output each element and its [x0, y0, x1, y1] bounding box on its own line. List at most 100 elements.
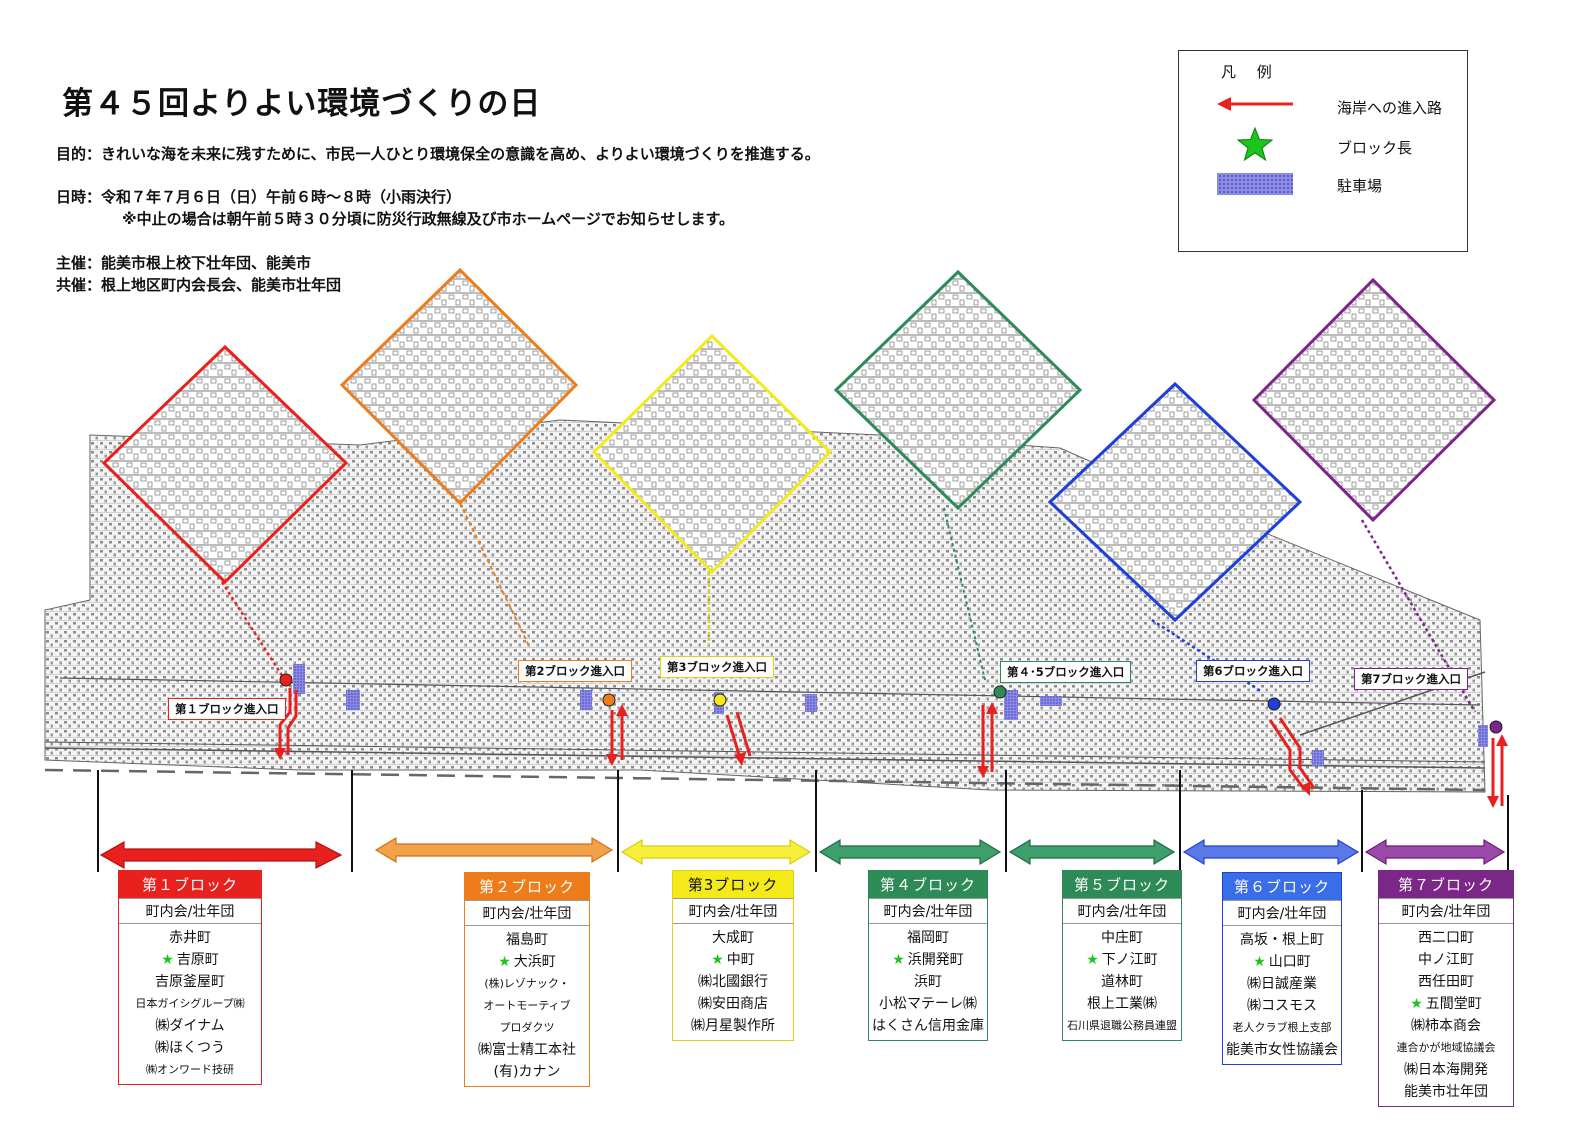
member-item: 老人クラブ根上支部 — [1225, 1017, 1339, 1039]
member-name: 西任田町 — [1418, 974, 1474, 990]
detail-diamond-block2 — [339, 267, 579, 506]
organizer-text: 主催：能美市根上校下壮年団、能美市 — [56, 254, 312, 272]
member-item: ★下ノ江町 — [1065, 949, 1179, 971]
member-name: ㈱ダイナム — [155, 1018, 225, 1034]
member-name: 道林町 — [1101, 974, 1143, 990]
member-name: 連合かが地域協議会 — [1396, 1041, 1496, 1054]
member-name: ㈱月星製作所 — [691, 1018, 775, 1034]
range-arrow-block2 — [374, 836, 614, 864]
member-item: 西任田町 — [1381, 971, 1511, 993]
member-item: 中ノ江町 — [1381, 949, 1511, 971]
legend-label-star: ブロック長 — [1337, 139, 1413, 157]
entry-point-block1 — [279, 673, 293, 687]
member-name: ㈱日誠産業 — [1247, 976, 1317, 992]
member-name: 五間堂町 — [1425, 996, 1482, 1012]
member-name: オートモーティブ — [483, 999, 571, 1012]
range-arrow-block7 — [1364, 838, 1506, 866]
member-name: 日本ガイシグループ㈱ — [135, 997, 245, 1010]
member-name: 能美市壮年団 — [1404, 1084, 1488, 1100]
range-arrow-block1 — [99, 840, 343, 870]
member-item: 能美市女性協議会 — [1225, 1039, 1339, 1061]
member-item: ㈱ダイナム — [121, 1015, 259, 1037]
member-item: 大成町 — [675, 927, 791, 949]
member-item: ㈱日誠産業 — [1225, 973, 1339, 995]
member-item: ★山口町 — [1225, 951, 1339, 973]
member-name: (有)カナン — [493, 1064, 561, 1080]
block-card-4: 第４ブロック 町内会/壮年団 福岡町★浜開発町浜町小松マテーレ㈱はくさん信用金庫 — [868, 870, 988, 1041]
block-title: 第２ブロック — [465, 873, 589, 900]
member-name: 中町 — [726, 952, 755, 968]
parking-area — [1478, 725, 1488, 747]
member-item: (有)カナン — [467, 1061, 587, 1083]
green-star-icon — [1237, 127, 1273, 161]
entry-label-block7: 第7ブロック進入口 — [1354, 668, 1469, 690]
entry-points — [279, 673, 1503, 734]
member-item: ㈱安田商店 — [675, 993, 791, 1015]
block-subtitle: 町内会/壮年団 — [119, 898, 261, 924]
member-item: 高坂・根上町 — [1225, 929, 1339, 951]
member-item: ㈱日本海開発 — [1381, 1059, 1511, 1081]
member-name: ㈱柿本商会 — [1411, 1018, 1481, 1034]
member-item: オートモーティブ — [467, 995, 587, 1017]
member-item: ㈱北國銀行 — [675, 971, 791, 993]
member-item: ★吉原町 — [121, 949, 259, 971]
member-name: ㈱オンワード技研 — [146, 1063, 234, 1076]
member-name: 赤井町 — [169, 930, 211, 946]
member-item: 根上工業㈱ — [1065, 993, 1179, 1015]
block-title: 第７ブロック — [1379, 871, 1513, 898]
member-name: ㈱コスモス — [1247, 998, 1317, 1014]
parking-hatch-icon — [1217, 173, 1293, 195]
entry-point-block3 — [713, 693, 727, 707]
member-item: 浜町 — [871, 971, 985, 993]
page-title: 第４５回よりよい環境づくりの日 — [62, 86, 542, 122]
block-card-3: 第3ブロック 町内会/壮年団 大成町★中町㈱北國銀行㈱安田商店㈱月星製作所 — [672, 870, 794, 1041]
parking-area — [346, 690, 360, 710]
member-name: 石川県退職公務員連盟 — [1067, 1019, 1177, 1032]
block-member-list: 西二口町中ノ江町西任田町★五間堂町㈱柿本商会連合かが地域協議会㈱日本海開発能美市… — [1379, 924, 1513, 1106]
block-title: 第3ブロック — [673, 871, 793, 898]
legend-label-parking: 駐車場 — [1337, 177, 1383, 195]
access-arrow — [286, 690, 298, 755]
block-leader-star-icon: ★ — [892, 952, 905, 968]
member-item: 福島町 — [467, 929, 587, 951]
red-arrow-icon — [1217, 97, 1293, 111]
member-name: 老人クラブ根上支部 — [1232, 1021, 1332, 1034]
member-item: ㈱富士精工本社 — [467, 1039, 587, 1061]
member-name: 浜町 — [914, 974, 942, 990]
member-name: 浜開発町 — [907, 952, 964, 968]
member-name: 大成町 — [712, 930, 754, 946]
entry-label-block4-5: 第４･5ブロック進入口 — [1000, 661, 1132, 683]
member-name: (株)レゾナック・ — [484, 977, 570, 990]
member-name: ㈱北國銀行 — [698, 974, 768, 990]
member-name: 下ノ江町 — [1101, 952, 1158, 968]
access-arrow — [725, 714, 742, 759]
entry-label-block3: 第3ブロック進入口 — [660, 656, 775, 678]
member-name: 中ノ江町 — [1418, 952, 1474, 968]
access-arrows — [274, 688, 1508, 808]
entry-label-block2: 第2ブロック進入口 — [518, 660, 633, 682]
member-name: 高坂・根上町 — [1240, 932, 1324, 948]
block-boundaries — [97, 770, 1509, 872]
entry-label-block6: 第6ブロック進入口 — [1196, 660, 1311, 682]
member-name: 能美市女性協議会 — [1226, 1042, 1338, 1058]
block-leader-star-icon: ★ — [161, 952, 174, 968]
entry-label-block1: 第１ブロック進入口 — [168, 698, 286, 720]
detail-diamond-block4-5 — [833, 269, 1083, 511]
legend-title: 凡 例 — [1221, 63, 1280, 81]
block-member-list: 大成町★中町㈱北國銀行㈱安田商店㈱月星製作所 — [673, 924, 793, 1040]
member-item: ★五間堂町 — [1381, 993, 1511, 1015]
block-leader-star-icon: ★ — [1253, 954, 1266, 970]
member-name: ㈱ほくつう — [155, 1040, 225, 1056]
block-title: 第１ブロック — [119, 871, 261, 898]
date-text: 日時：令和７年７月６日（日）午前６時～８時（小雨決行） — [56, 188, 462, 206]
detail-diamond-block6 — [1047, 381, 1303, 623]
entry-point-block2 — [602, 693, 616, 707]
member-item: 石川県退職公務員連盟 — [1065, 1015, 1179, 1037]
detail-diamond-block7 — [1251, 277, 1497, 523]
block-member-list: 赤井町★吉原町吉原釜屋町日本ガイシグループ㈱㈱ダイナム㈱ほくつう㈱オンワード技研 — [119, 924, 261, 1084]
member-item: ㈱コスモス — [1225, 995, 1339, 1017]
block-title: 第６ブロック — [1223, 873, 1341, 900]
access-arrow — [1268, 719, 1307, 791]
block-title: 第４ブロック — [869, 871, 987, 898]
legend-box: 凡 例 海岸への進入路 ブロック長 駐車場 — [1178, 50, 1468, 252]
